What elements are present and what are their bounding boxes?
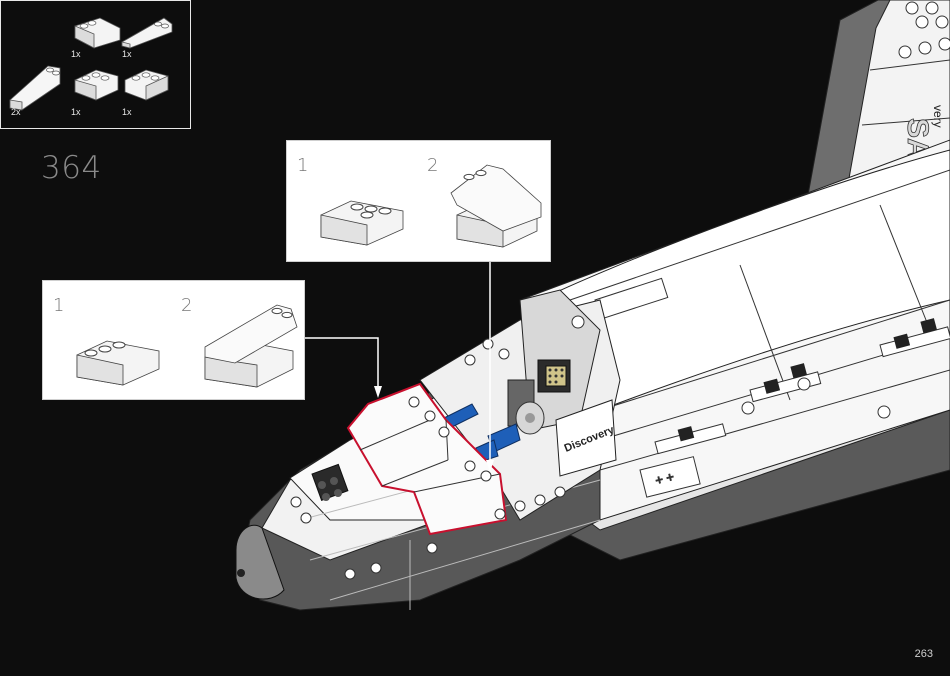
substep-label: 1 <box>53 295 64 316</box>
sub-brick-illustration <box>317 185 412 250</box>
substep-label: 1 <box>297 155 308 176</box>
substep-label: 2 <box>427 155 438 176</box>
page-number: 263 <box>915 648 933 660</box>
sub-assembly-illustration <box>201 297 301 392</box>
substep-callout: 1 2 <box>42 280 305 400</box>
sub-brick-illustration <box>73 325 168 390</box>
sub-assembly-illustration <box>447 159 547 254</box>
substep-label: 2 <box>181 295 192 316</box>
substep-callout: 1 2 <box>286 140 551 262</box>
